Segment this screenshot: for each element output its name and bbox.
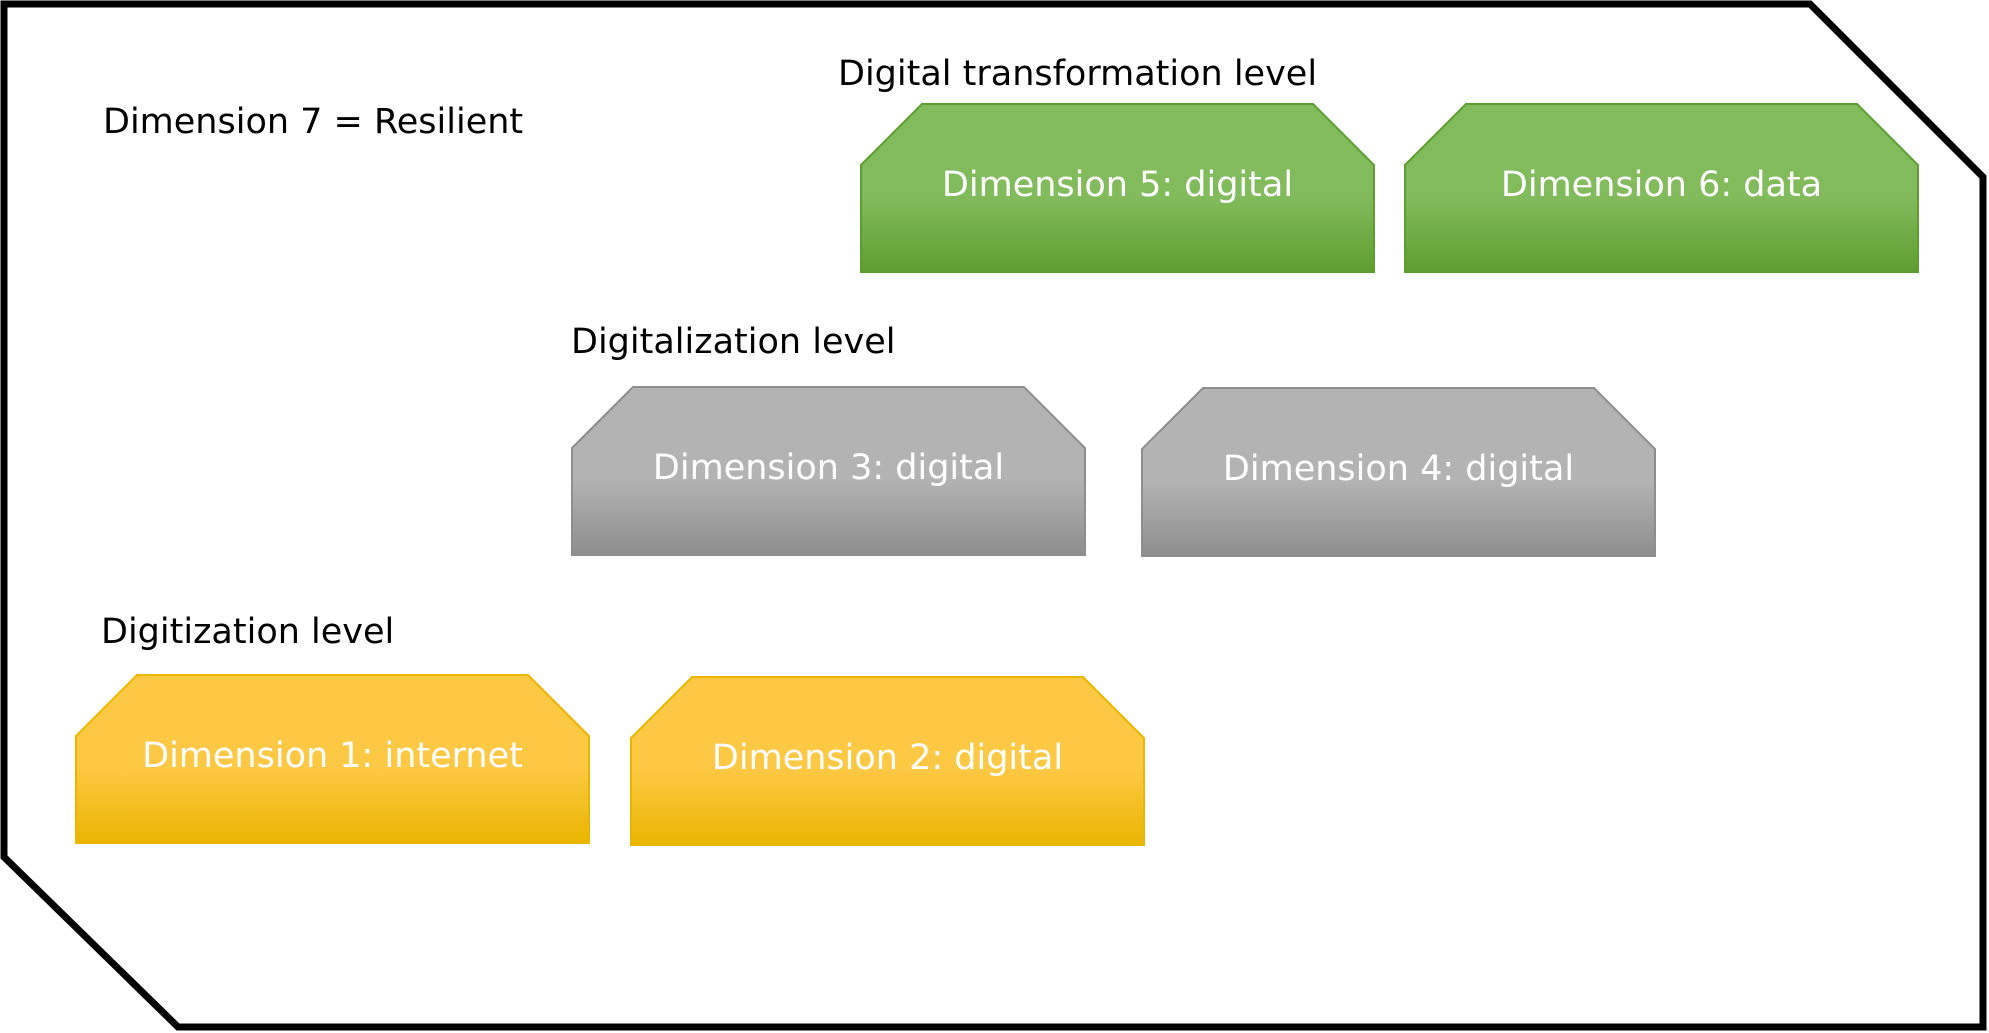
dimension-4-label: Dimension 4: digital xyxy=(1222,449,1575,489)
dimension-7-label: Dimension 7 = Resilient xyxy=(103,102,524,142)
dimension-3-label: Dimension 3: digital xyxy=(652,448,1005,488)
dimension-3-shape xyxy=(571,386,1086,556)
dimension-4-box: Dimension 4: digital xyxy=(1141,387,1656,557)
dimension-3-box: Dimension 3: digital xyxy=(571,386,1086,556)
dimension-6-label: Dimension 6: data xyxy=(1500,165,1823,205)
digitalization-level-title: Digitalization level xyxy=(571,322,896,362)
box-shape xyxy=(630,676,1145,846)
box-shape xyxy=(860,103,1375,273)
dimension-2-label: Dimension 2: digital xyxy=(711,738,1064,778)
dimension-5-shape xyxy=(860,103,1375,273)
dimension-2-box: Dimension 2: digital xyxy=(630,676,1145,846)
dimension-2-shape xyxy=(630,676,1145,846)
dimension-4-shape xyxy=(1141,387,1656,557)
dimension-6-shape xyxy=(1404,103,1919,273)
dimension-6-box: Dimension 6: data xyxy=(1404,103,1919,273)
box-shape xyxy=(571,386,1086,556)
box-shape xyxy=(75,674,590,844)
box-shape xyxy=(1141,387,1656,557)
dimension-1-box: Dimension 1: internet xyxy=(75,674,590,844)
box-shape xyxy=(1404,103,1919,273)
dimension-1-shape xyxy=(75,674,590,844)
dimension-5-box: Dimension 5: digital xyxy=(860,103,1375,273)
digitization-level-title: Digitization level xyxy=(101,612,395,652)
dimension-1-label: Dimension 1: internet xyxy=(142,736,523,776)
dimension-5-label: Dimension 5: digital xyxy=(941,165,1294,205)
transformation-level-title: Digital transformation level xyxy=(838,54,1318,94)
